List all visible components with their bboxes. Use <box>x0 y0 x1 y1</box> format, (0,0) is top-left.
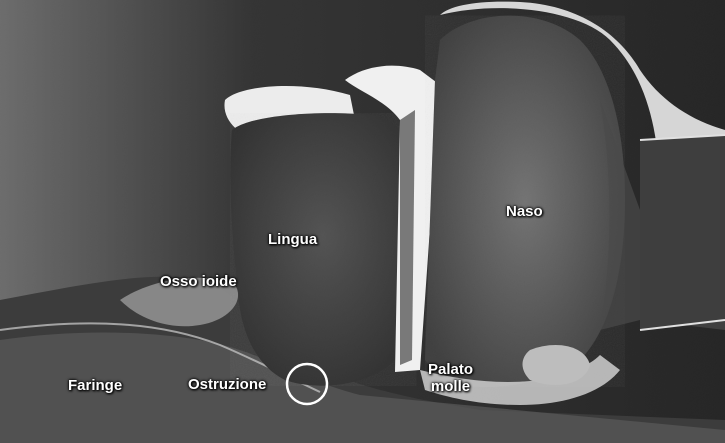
label-hyoid-bone: Osso ioide <box>160 273 237 290</box>
label-soft-palate-line2: molle <box>428 378 473 395</box>
label-soft-palate-line1: Palato <box>428 361 473 378</box>
label-obstruction: Ostruzione <box>188 376 266 393</box>
label-tongue: Lingua <box>268 231 317 248</box>
label-pharynx: Faringe <box>68 377 122 394</box>
label-soft-palate: Palato molle <box>428 361 473 395</box>
label-nose: Naso <box>506 203 543 220</box>
